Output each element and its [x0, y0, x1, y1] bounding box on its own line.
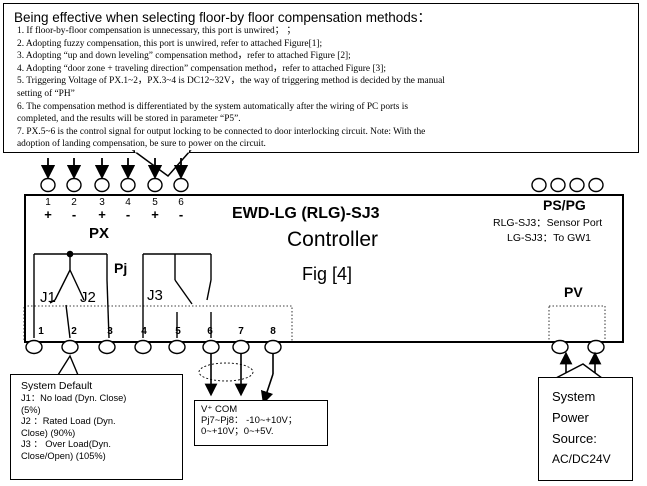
px-pin-number: 3	[99, 197, 105, 208]
px-pin-number: 1	[45, 197, 51, 208]
pj-label: Pj	[114, 260, 128, 276]
system-default-line: (5%)	[21, 404, 41, 415]
pv-strip-dotted	[548, 305, 606, 343]
system-default-line: J1：No load (Dyn. Close)	[21, 393, 127, 403]
terminal-strip-dotted	[23, 305, 293, 343]
system-default-line: J3 ： Over Load(Dyn.	[21, 439, 111, 450]
px-pin-number: 6	[178, 197, 184, 208]
note-line: adoption of landing compensation, be sur…	[17, 139, 266, 150]
note-line: setting of “PH”	[17, 88, 75, 99]
terminal-number: 4	[141, 326, 147, 337]
lg-note: LG-SJ3：To GW1	[507, 232, 592, 244]
note-line: 2. Adopting fuzzy compensation, this por…	[17, 38, 323, 49]
figure-label: Fig [4]	[302, 264, 353, 284]
system-default-title: System Default	[21, 380, 93, 392]
note-line: 3. Adopting “up and down leveling” compe…	[17, 51, 351, 62]
controller-body	[24, 194, 624, 343]
px-pin-sign: -	[125, 207, 131, 222]
power-voltage: AC/DC24V	[552, 452, 611, 466]
px-pin-sign: +	[151, 207, 159, 222]
note-line: 7. PX.5~6 is the control signal for outp…	[17, 126, 426, 137]
controller-model: EWD-LG (RLG)-SJ3	[232, 205, 380, 222]
relay-network	[33, 250, 212, 339]
note-line: 5. Triggering Voltage of PX.1~2，PX.3~4 i…	[17, 76, 445, 87]
bottom-terminals	[25, 339, 605, 355]
power-line: System	[552, 389, 596, 404]
terminal-number: 5	[175, 326, 181, 337]
pv-label: PV	[564, 284, 583, 300]
power-source-box	[538, 377, 633, 481]
px-pin-number: 2	[71, 197, 77, 208]
px-pin-number: 4	[125, 197, 131, 208]
px-terminals	[40, 177, 189, 193]
compensation-notes-list: 1. If floor-by-floor compensation is unn…	[17, 25, 445, 151]
note-line: 4. Adopting “door zone + traveling direc…	[17, 63, 386, 74]
system-default-line: Close/Open) (105%)	[21, 450, 106, 461]
px-pin-number: 5	[152, 197, 158, 208]
terminal-number: 1	[38, 326, 44, 337]
vcom-label: V⁺ COM	[201, 404, 238, 415]
px-pin-sign: -	[178, 207, 184, 222]
controller-name: Controller	[287, 228, 379, 251]
vcom-range-1: Pj7~Pj8： -10~+10V；	[201, 415, 298, 426]
terminal-number: 2	[71, 326, 77, 337]
shield-ellipse	[198, 362, 254, 382]
note-line: 6. The compensation method is differenti…	[17, 101, 408, 112]
system-default-text: System Default J1：No load (Dyn. Close) (…	[21, 380, 126, 463]
px-label: PX	[89, 225, 110, 242]
system-default-line: J2 ：Rated Load (Dyn.	[21, 416, 116, 427]
note-line: completed, and the results will be store…	[17, 114, 241, 125]
callout-title: Being effective when selecting floor-by …	[14, 10, 431, 25]
analog-output-box	[194, 400, 328, 446]
px-pin-sign: -	[71, 207, 77, 222]
power-line: Source:	[552, 431, 597, 446]
j2-label: J2	[80, 289, 96, 306]
analog-output-text: V⁺ COM Pj7~Pj8： -10~+10V； 0~+10V；0~+5V.	[201, 404, 297, 437]
system-default-line: Close) (90%)	[21, 427, 76, 438]
rlg-note: RLG-SJ3：Sensor Port	[493, 217, 603, 229]
note-line: 1. If floor-by-floor compensation is unn…	[17, 26, 296, 36]
ps-pg-terminals	[531, 177, 604, 193]
terminal-number: 6	[207, 326, 213, 337]
terminal-number: 8	[270, 326, 276, 337]
system-default-box	[10, 374, 183, 480]
terminal-number: 7	[238, 326, 244, 337]
power-line: Power	[552, 410, 589, 425]
callout-pointer	[131, 149, 192, 178]
j1-label: J1	[40, 289, 56, 306]
px-pin-sign: +	[44, 207, 52, 222]
power-source-text: System Power Source: AC/DC24V	[552, 386, 611, 470]
px-arrows	[40, 158, 189, 180]
j3-label: J3	[147, 287, 163, 304]
px-pin-sign: +	[98, 207, 106, 222]
terminal-number: 3	[107, 326, 113, 337]
pj-output-arrows	[204, 354, 274, 405]
compensation-notes-box	[3, 3, 639, 153]
vcom-range-2: 0~+10V；0~+5V.	[201, 426, 274, 437]
ps-pg-label: PS/PG	[543, 197, 586, 213]
